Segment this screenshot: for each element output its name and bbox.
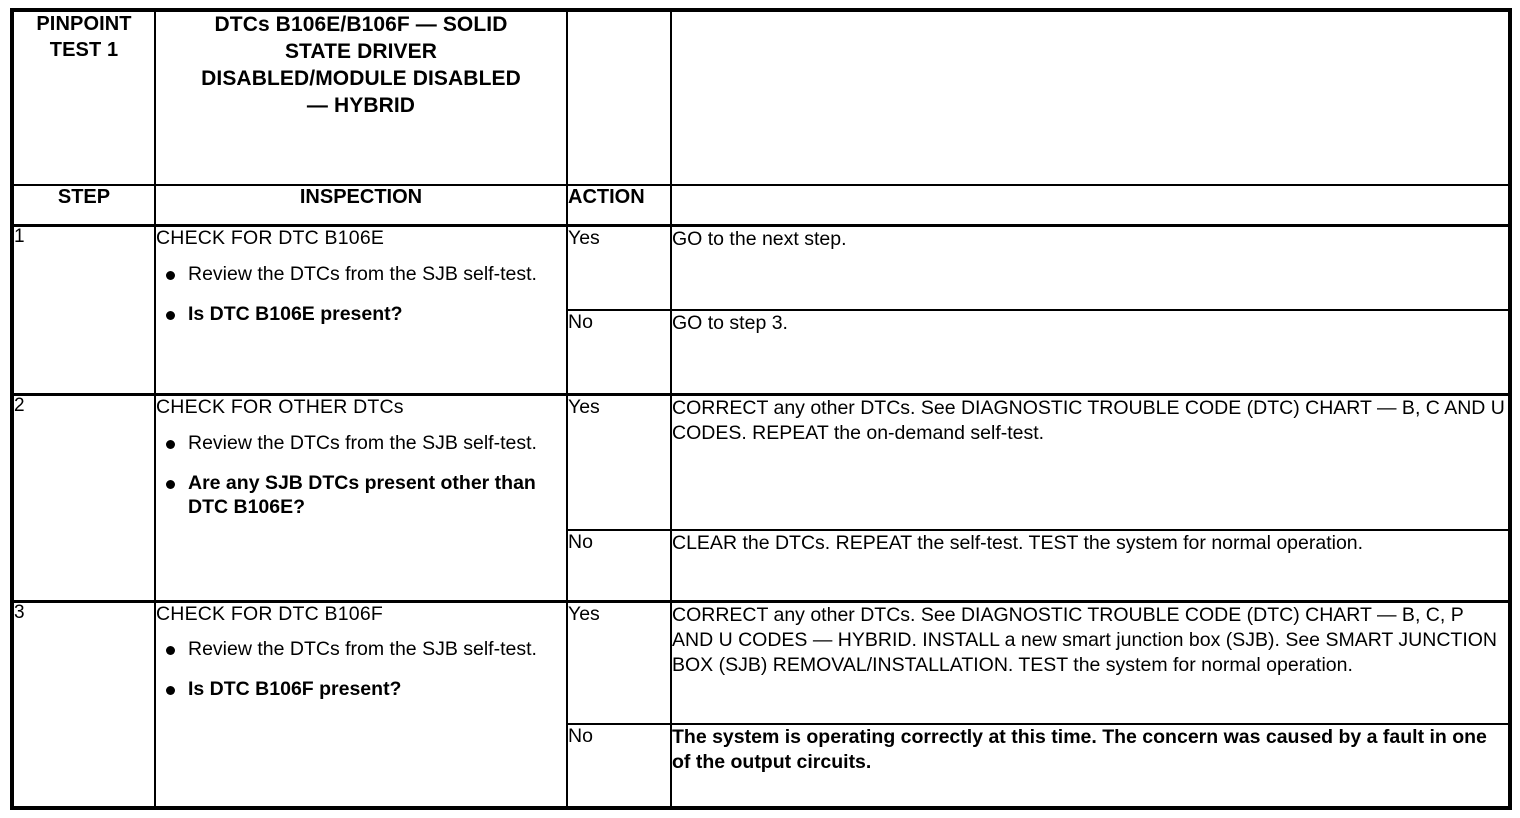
pinpoint-test-title: DTCs B106E/B106F — SOLID STATE DRIVER DI… [154, 8, 568, 187]
title-line-4: — HYBRID [306, 93, 416, 117]
table-row: No The system is operating correctly at … [12, 722, 1511, 810]
action-label: Yes [566, 393, 672, 532]
action-label: Yes [566, 224, 672, 312]
title-row-spacer-action [566, 8, 672, 187]
step-inspection: CHECK FOR DTC B106F Review the DTCs from… [154, 599, 568, 809]
column-header-step: STEP [11, 184, 156, 227]
step-number: 2 [11, 393, 156, 603]
inspection-heading: CHECK FOR DTC B106E [156, 227, 385, 250]
list-item: Review the DTCs from the SJB self-test. [156, 263, 566, 287]
column-header-inspection: INSPECTION [154, 184, 568, 227]
list-item: Are any SJB DTCs present other than DTC … [156, 472, 566, 520]
inspection-bullet-list: Review the DTCs from the SJB self-test. … [156, 638, 566, 702]
table-row: No GO to step 3. [12, 309, 1511, 396]
action-label: Yes [566, 599, 672, 725]
title-line-3: DISABLED/MODULE DISABLED [201, 66, 521, 90]
action-detail: CORRECT any other DTCs. See DIAGNOSTIC T… [670, 393, 1511, 532]
table-row: No CLEAR the DTCs. REPEAT the self-test.… [12, 529, 1511, 603]
title-row-spacer-detail [670, 8, 1511, 187]
list-item: Review the DTCs from the SJB self-test. [156, 638, 566, 662]
step-number: 3 [11, 599, 156, 809]
list-item: Review the DTCs from the SJB self-test. [156, 432, 566, 456]
action-detail: CLEAR the DTCs. REPEAT the self-test. TE… [670, 529, 1511, 603]
action-detail: GO to step 3. [670, 309, 1511, 396]
step-number: 1 [11, 224, 156, 396]
step-inspection: CHECK FOR OTHER DTCs Review the DTCs fro… [154, 393, 568, 603]
column-header-detail [670, 184, 1511, 227]
pinpoint-test-label: PINPOINT TEST 1 [11, 8, 156, 187]
inspection-bullet-list: Review the DTCs from the SJB self-test. … [156, 263, 566, 327]
table-row: 2 CHECK FOR OTHER DTCs Review the DTCs f… [11, 393, 1511, 603]
pinpoint-test-table: PINPOINT TEST 1 DTCs B106E/B106F — SOLID… [10, 8, 1512, 810]
action-detail: The system is operating correctly at thi… [670, 722, 1511, 810]
column-header-action: ACTION [566, 184, 672, 227]
table-row: 3 CHECK FOR DTC B106F Review the DTCs fr… [11, 599, 1511, 809]
list-item: Is DTC B106E present? [156, 303, 566, 327]
action-label: No [566, 529, 672, 603]
column-header-row: STEP INSPECTION ACTION [11, 184, 1511, 227]
pinpoint-label-line-2: TEST 1 [49, 38, 119, 61]
title-line-1: DTCs B106E/B106F — SOLID [214, 13, 508, 36]
inspection-heading: CHECK FOR OTHER DTCs [156, 396, 404, 419]
list-item: Is DTC B106F present? [156, 678, 566, 702]
pinpoint-label-line-1: PINPOINT [36, 13, 132, 35]
title-line-2: STATE DRIVER [284, 39, 438, 63]
step-inspection: CHECK FOR DTC B106E Review the DTCs from… [154, 224, 568, 396]
inspection-heading: CHECK FOR DTC B106F [156, 602, 384, 625]
table-body: PINPOINT TEST 1 DTCs B106E/B106F — SOLID… [11, 8, 1511, 810]
table-row: 1 CHECK FOR DTC B106E Review the DTCs fr… [11, 224, 1511, 396]
action-label: No [566, 309, 672, 396]
action-detail: GO to the next step. [670, 224, 1511, 312]
inspection-bullet-list: Review the DTCs from the SJB self-test. … [156, 432, 566, 519]
action-detail: CORRECT any other DTCs. See DIAGNOSTIC T… [670, 599, 1511, 725]
table-title-row: PINPOINT TEST 1 DTCs B106E/B106F — SOLID… [11, 8, 1511, 187]
action-label: No [566, 722, 672, 810]
